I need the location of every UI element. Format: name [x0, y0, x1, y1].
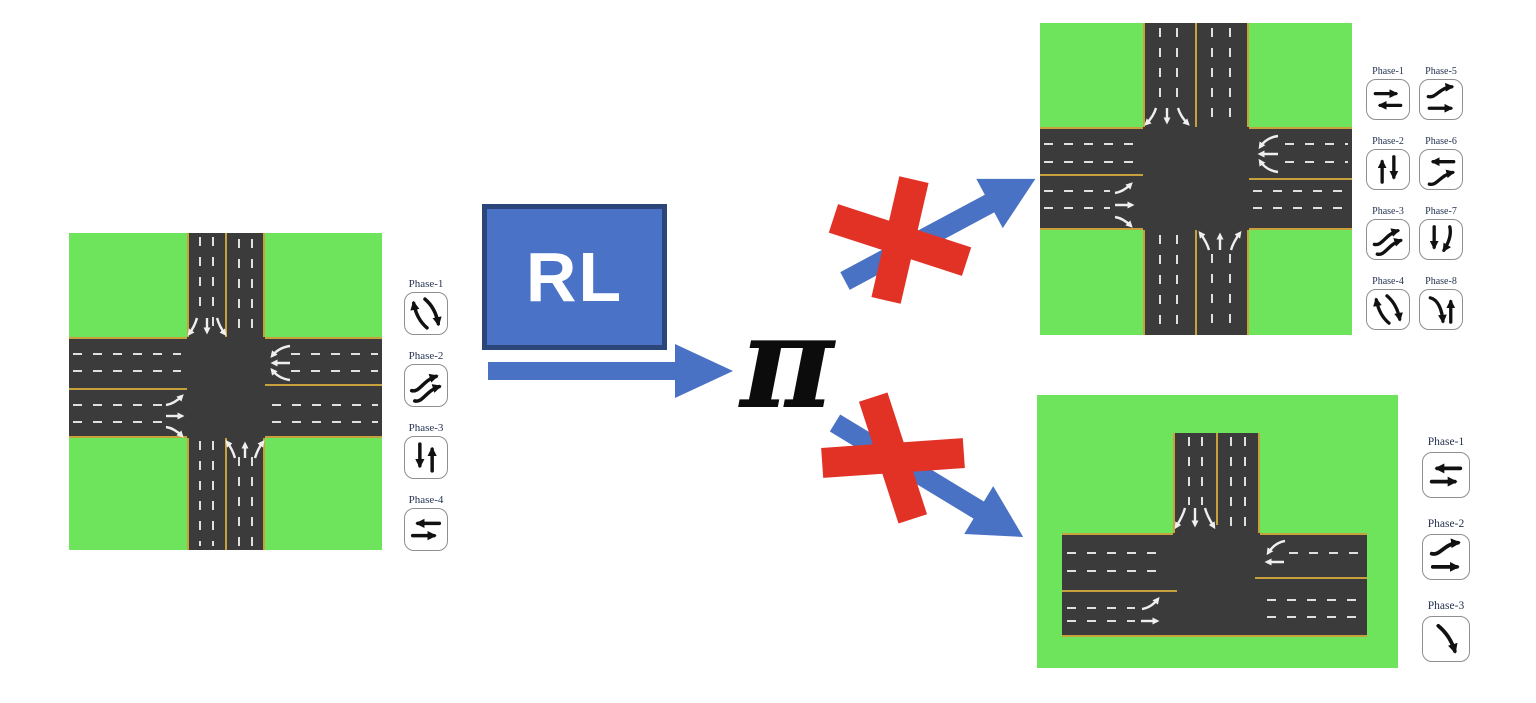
phase-label: Phase-1: [1427, 436, 1465, 448]
t-intersection-graphic: [1037, 395, 1398, 668]
phase-item: Phase-1: [1366, 66, 1410, 120]
phase-item: Phase-2: [1366, 136, 1410, 190]
red-cross-top: [828, 176, 972, 304]
source-phase-list: Phase-1 Phase-2 Phase-3 Phase-4: [398, 278, 454, 551]
phase-arrow-icon: [1420, 290, 1462, 329]
phase-item: Phase-4: [1366, 276, 1410, 330]
phase-item: Phase-3: [1422, 600, 1470, 662]
phase-arrow-icon: [405, 437, 447, 478]
phase-arrow-icon: [1367, 150, 1409, 189]
unseen-four-way-phase-grid: Phase-1 Phase-2 Phase-3 Phase-4: [1366, 66, 1463, 330]
phase-label: Phase-4: [1372, 276, 1404, 287]
phase-label: Phase-7: [1425, 206, 1457, 217]
phase-icon-box: [1422, 452, 1470, 498]
phase-item: Phase-2: [1422, 518, 1470, 580]
phase-icon-box: [1366, 149, 1410, 190]
phase-item: Phase-4: [404, 494, 448, 551]
phase-item: Phase-6: [1419, 136, 1463, 190]
phase-arrow-icon: [1423, 453, 1469, 497]
arrow-to-bottom-intersection: [829, 414, 1024, 537]
unseen-t-phase-list: Phase-1 Phase-2 Phase-3: [1416, 436, 1476, 662]
phase-icon-box: [1366, 79, 1410, 120]
phase-icon-box: [1366, 219, 1410, 260]
phase-arrow-icon: [1423, 535, 1469, 579]
phase-icon-box: [404, 292, 448, 335]
phase-arrow-icon: [405, 365, 447, 406]
phase-label: Phase-3: [408, 422, 444, 434]
yellow-lane-lines: [69, 233, 382, 550]
unseen-four-way-panel: [1040, 23, 1352, 335]
phase-label: Phase-1: [408, 278, 444, 290]
unseen-t-intersection-panel: [1037, 395, 1398, 668]
phase-label: Phase-3: [1427, 600, 1465, 612]
phase-arrow-icon: [1420, 220, 1462, 259]
turn-arrow-markings: [1114, 107, 1279, 251]
phase-arrow-icon: [405, 293, 447, 334]
yellow-lane-lines: [1062, 433, 1367, 637]
phase-icon-box: [404, 508, 448, 551]
phase-item: Phase-8: [1419, 276, 1463, 330]
white-lane-dashes: [73, 237, 378, 546]
phase-icon-box: [404, 364, 448, 407]
phase-label: Phase-6: [1425, 136, 1457, 147]
phase-item: Phase-1: [1422, 436, 1470, 498]
phase-arrow-icon: [1367, 80, 1409, 119]
turn-arrow-markings: [1141, 507, 1286, 625]
white-lane-dashes: [1067, 437, 1362, 622]
phase-item: Phase-2: [404, 350, 448, 407]
phase-label: Phase-2: [408, 350, 444, 362]
four-way-intersection-graphic: [69, 233, 382, 550]
phase-arrow-icon: [1367, 220, 1409, 259]
rl-agent-box: RL: [482, 204, 667, 350]
phase-item: Phase-3: [1366, 206, 1410, 260]
phase-label: Phase-2: [1372, 136, 1404, 147]
wide-four-way-intersection-graphic: [1040, 23, 1352, 335]
phase-icon-box: [1422, 616, 1470, 662]
phase-item: Phase-1: [404, 278, 448, 335]
phase-icon-box: [1366, 289, 1410, 330]
phase-icon-box: [1419, 79, 1463, 120]
rl-label: RL: [525, 238, 624, 316]
turn-arrow-markings: [165, 317, 291, 459]
phase-label: Phase-2: [1427, 518, 1465, 530]
phase-item: Phase-3: [404, 422, 448, 479]
phase-label: Phase-4: [408, 494, 444, 506]
source-intersection-panel: [69, 233, 382, 550]
phase-icon-box: [1422, 534, 1470, 580]
yellow-lane-lines: [1040, 23, 1352, 335]
arrow-to-top-intersection: [840, 178, 1036, 290]
phase-item: Phase-5: [1419, 66, 1463, 120]
phase-label: Phase-8: [1425, 276, 1457, 287]
phase-arrow-icon: [1423, 617, 1469, 661]
phase-label: Phase-5: [1425, 66, 1457, 77]
phase-arrow-icon: [405, 509, 447, 550]
phase-label: Phase-1: [1372, 66, 1404, 77]
rl-to-pi-arrow: [488, 344, 733, 398]
phase-arrow-icon: [1367, 290, 1409, 329]
phase-icon-box: [1419, 289, 1463, 330]
phase-icon-box: [1419, 149, 1463, 190]
phase-arrow-icon: [1420, 150, 1462, 189]
white-lane-dashes: [1044, 28, 1348, 330]
phase-arrow-icon: [1420, 80, 1462, 119]
policy-pi-symbol: π: [740, 288, 834, 438]
phase-icon-box: [404, 436, 448, 479]
phase-label: Phase-3: [1372, 206, 1404, 217]
phase-item: Phase-7: [1419, 206, 1463, 260]
phase-icon-box: [1419, 219, 1463, 260]
